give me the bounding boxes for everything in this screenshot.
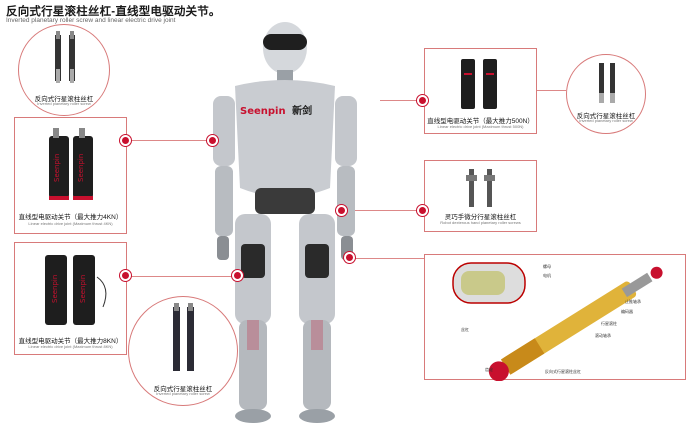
robot-figure [213, 22, 357, 423]
label-inverted-screw: 反向式行星滚柱丝杠 [545, 369, 581, 374]
label-motor: 电机 [543, 273, 551, 278]
joint-marker-right-middle [417, 205, 428, 216]
logo-cn: 新剑 [292, 106, 313, 117]
inverted-screw-circle-right: 反向式行星滚柱丝杠 Inverted planetary roller scre… [566, 54, 646, 134]
caption-en: Linear electric drive joint (Maximum thr… [28, 344, 113, 349]
screw-pair-icon [466, 169, 495, 207]
joint-marker-right-shoulder [417, 95, 428, 106]
exploded-actuator-diagram [452, 262, 663, 381]
caption-cn: 反向式行星滚柱丝杠 [153, 386, 213, 393]
caption-cn: 反向式行星滚柱丝杠 [34, 96, 94, 103]
label-gear: 齿轮 [485, 367, 493, 372]
svg-text:Seenpin: Seenpin [53, 154, 61, 182]
connector-line [127, 140, 212, 141]
actuator-pair-icon: Seenpin Seenpin [49, 128, 93, 200]
caption-en: Inverted planetary roller screw [579, 118, 633, 123]
logo-text: Seenpin [240, 106, 286, 117]
joint-marker-left-lower [120, 270, 131, 281]
svg-text:Seenpin: Seenpin [79, 275, 87, 303]
caption-en: Linear electric drive joint (Maximum thr… [28, 221, 113, 226]
page-subtitle: Inverted planetary roller screw and line… [6, 17, 176, 24]
dexterous-hand-screw-panel: 灵巧手微分行星滚柱丝杠 Robot dexterous hand planeta… [424, 160, 537, 232]
joint-marker-left-elbow [207, 135, 218, 146]
page-title: 反向式行星滚柱丝杠-直线型电驱动关节。 [6, 6, 221, 18]
caption-en: Linear electric drive joint (Maximum thr… [437, 124, 524, 129]
inverted-screw-circle-bottom: 反向式行星滚柱丝杠 Inverted planetary roller scre… [128, 296, 238, 406]
svg-text:Seenpin: Seenpin [51, 275, 59, 303]
inverted-screw-circle-top: 反向式行星滚柱丝杠 Inverted planetary roller scre… [18, 24, 110, 116]
label-rolling-bearing: 滚动轴承 [595, 333, 611, 338]
connector-line [380, 100, 424, 101]
actuator-pair-icon [461, 59, 497, 109]
caption-cn: 反向式行星滚柱丝杠 [576, 113, 636, 120]
caption-en: Inverted planetary roller screw [156, 391, 210, 396]
screw-pair-icon [173, 303, 194, 371]
screw-pair-icon [55, 31, 75, 83]
actuator-pair-icon: Seenpin Seenpin [45, 255, 107, 325]
linear-joint-panel-500n: 直线型电驱动关节（最大推力500N） Linear electric drive… [424, 48, 537, 134]
caption-cn: 灵巧手微分行星滚柱丝杠 [444, 214, 517, 221]
joint-marker-right-hand [344, 252, 355, 263]
exploded-view-panel: 螺母 电机 止推轴承 编码器 丝杠 行星滚柱 滚动轴承 齿轮 反向式行星滚柱丝杠 [424, 254, 686, 381]
svg-text:Seenpin: Seenpin [77, 154, 85, 182]
humanoid-robot: Seenpin 新剑 [195, 20, 375, 425]
caption-en: Robot dexterous hand planetary roller sc… [440, 220, 521, 225]
caption-en: Inverted planetary roller screw [37, 101, 91, 106]
label-screw: 丝杠 [461, 327, 469, 332]
caption-cn: 直线型电驱动关节（最大推力4KN） [18, 214, 123, 221]
joint-marker-left-knee [232, 270, 243, 281]
connector-line [127, 276, 237, 277]
joint-marker-left-upper [120, 135, 131, 146]
linear-joint-panel-4kn: Seenpin Seenpin 直线型电驱动关节（最大推力4KN） Linear… [14, 117, 127, 234]
connector-line [340, 210, 424, 211]
label-planetary-roller: 行星滚柱 [601, 321, 617, 326]
label-encoder: 编码器 [621, 309, 633, 314]
caption-cn: 直线型电驱动关节（最大推力500N） [427, 118, 534, 125]
connector-line [350, 258, 424, 259]
label-nut: 螺母 [543, 264, 551, 269]
connector-line [537, 90, 566, 91]
linear-joint-panel-8kn: Seenpin Seenpin 直线型电驱动关节（最大推力8KN） Linear… [14, 242, 127, 355]
screw-pair-icon [599, 63, 615, 103]
robot-logo: Seenpin 新剑 [240, 102, 312, 117]
label-thrust-bearing: 止推轴承 [625, 299, 641, 304]
caption-cn: 直线型电驱动关节（最大推力8KN） [18, 338, 123, 345]
joint-marker-right-forearm [336, 205, 347, 216]
